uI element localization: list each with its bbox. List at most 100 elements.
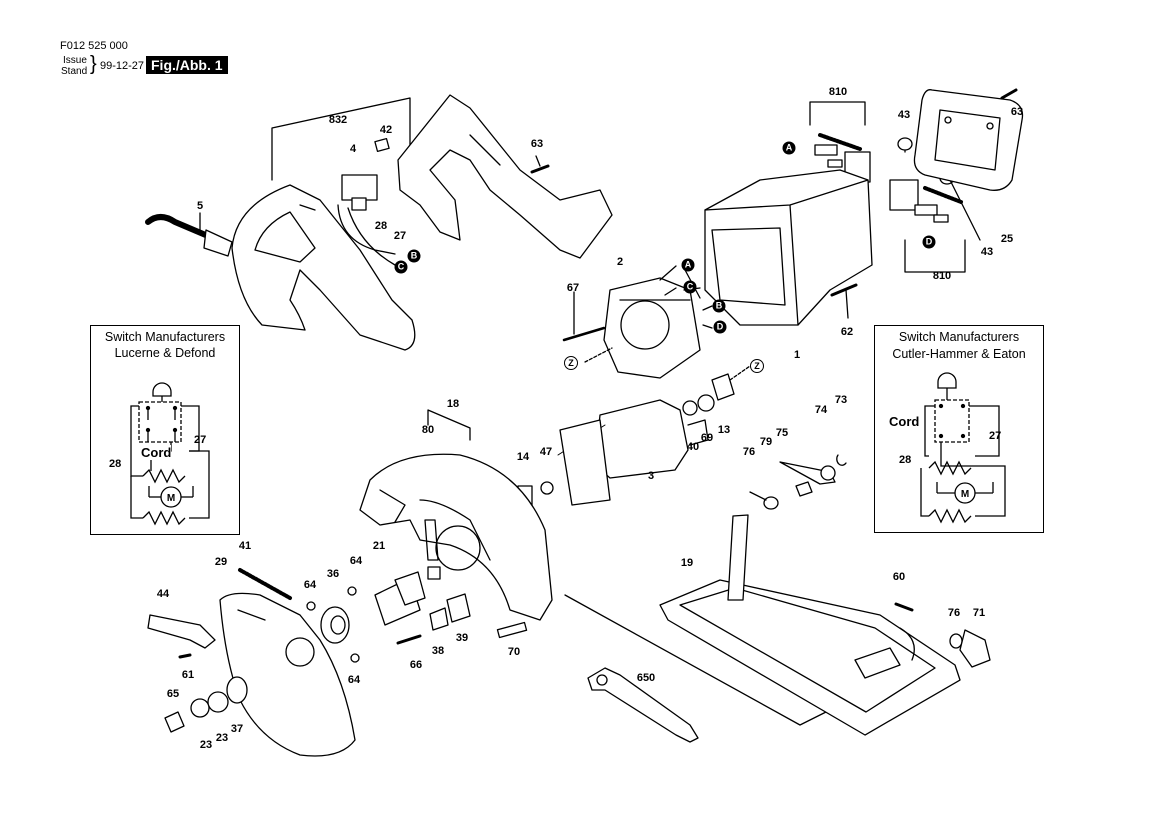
box-left-title-2: Lucerne & Defond	[114, 346, 216, 360]
lever-74	[779, 461, 836, 485]
screw-64a	[306, 601, 316, 611]
callout-832: 832	[328, 114, 348, 126]
part-number: F012 525 000	[60, 40, 128, 52]
callout-41: 41	[238, 540, 252, 552]
callout-21: 21	[372, 540, 386, 552]
blade-guard-upper	[359, 453, 553, 621]
callout-27-wire: 27	[393, 230, 407, 242]
callout-23-b: 23	[215, 732, 229, 744]
handle-half-left	[231, 184, 416, 351]
wiring-schematic-left: M	[130, 382, 210, 526]
brush-cap-43-top	[897, 137, 913, 151]
lever-44	[147, 614, 216, 649]
box-right-cord: Cord	[889, 414, 920, 429]
flange-36	[320, 606, 350, 644]
box-right-title-2: Cutler-Hammer & Eaton	[892, 347, 1026, 361]
callout-63-handle: 63	[530, 138, 544, 150]
brush-holder-bottom	[889, 179, 919, 211]
bearing-13	[711, 373, 735, 401]
callout-42: 42	[379, 124, 393, 136]
callout-71: 71	[972, 607, 986, 619]
issue-brace: }	[90, 53, 97, 75]
washer-23b	[207, 691, 229, 713]
connector-c-field: C	[683, 280, 697, 294]
connector-a-brush: A	[782, 141, 796, 155]
washer-40	[682, 400, 698, 416]
callout-62: 62	[840, 326, 854, 338]
callout-70: 70	[507, 646, 521, 658]
connector-d-brush: D	[922, 235, 936, 249]
callout-13: 13	[717, 424, 731, 436]
bracket-832	[271, 97, 411, 181]
circlip-47	[540, 481, 554, 495]
spring-41	[238, 568, 292, 600]
connector-z-bearing: Z	[750, 359, 764, 373]
callout-650: 650	[636, 672, 656, 684]
callout-79: 79	[759, 436, 773, 448]
connector-a-field: A	[681, 258, 695, 272]
figure-label: Fig./Abb. 1	[146, 56, 228, 74]
issue-label: Issue	[63, 55, 87, 66]
bracket-810-top	[809, 101, 866, 126]
callout-43-top: 43	[897, 109, 911, 121]
connector-c-handle: C	[394, 260, 408, 274]
brush-spring-bottom	[923, 186, 963, 204]
connector-z-field: Z	[564, 356, 578, 370]
box-right-title-1: Switch Manufacturers	[898, 330, 1020, 344]
washer-76b	[949, 633, 963, 649]
connector-b-handle: B	[407, 249, 421, 263]
bracket-810-bottom	[904, 239, 966, 273]
wrench-650	[587, 667, 699, 743]
screw-60	[894, 602, 914, 612]
callout-69: 69	[700, 432, 714, 444]
motor-label-right: M	[961, 489, 969, 500]
screw-64c	[350, 653, 360, 663]
knob-71	[959, 629, 991, 668]
base-plate-19	[659, 579, 961, 736]
bushing-39	[446, 593, 471, 623]
fan	[559, 419, 611, 506]
callout-810-bottom: 810	[932, 270, 952, 282]
callout-73: 73	[834, 394, 848, 406]
box-left-27: 27	[194, 434, 207, 446]
bushing-80	[427, 566, 441, 580]
ring-37	[226, 676, 248, 704]
box-right-28: 28	[899, 454, 912, 466]
armature-3	[594, 399, 689, 479]
callout-19: 19	[680, 557, 694, 569]
callout-74: 74	[814, 404, 828, 416]
callout-37: 37	[230, 723, 244, 735]
callout-28-wire: 28	[374, 220, 388, 232]
callout-60: 60	[892, 571, 906, 583]
callout-2: 2	[616, 256, 624, 268]
callout-76-b: 76	[947, 607, 961, 619]
connector-b-field: B	[712, 299, 726, 313]
field-stator-2	[603, 277, 701, 379]
callout-64-a: 64	[303, 579, 317, 591]
callout-18: 18	[446, 398, 460, 410]
callout-810-top: 810	[828, 86, 848, 98]
callout-38: 38	[431, 645, 445, 657]
washer-69	[697, 394, 715, 412]
wiring-box-cutler-hammer-eaton: Switch Manufacturers Cutler-Hammer & Eat…	[874, 325, 1044, 533]
box-left-cord: Cord	[141, 445, 172, 460]
callout-63-cap: 63	[1010, 106, 1024, 118]
callout-76-a: 76	[742, 446, 756, 458]
screw-62	[830, 283, 858, 297]
callout-5: 5	[196, 200, 204, 212]
spacer-38	[429, 607, 449, 631]
stand-label: Stand	[61, 66, 88, 77]
cord-strain-relief	[203, 229, 233, 257]
washer-76a	[763, 496, 779, 510]
callout-1: 1	[793, 349, 801, 361]
pin-70	[496, 621, 528, 639]
callout-67: 67	[566, 282, 580, 294]
part-42	[374, 137, 390, 153]
callout-23-a: 23	[199, 739, 213, 751]
callout-3: 3	[647, 470, 655, 482]
motor-label-left: M	[167, 493, 175, 504]
wiring-box-lucerne-defond: Switch Manufacturers Lucerne & Defond	[90, 325, 240, 535]
issue-date: 99-12-27	[100, 60, 145, 72]
